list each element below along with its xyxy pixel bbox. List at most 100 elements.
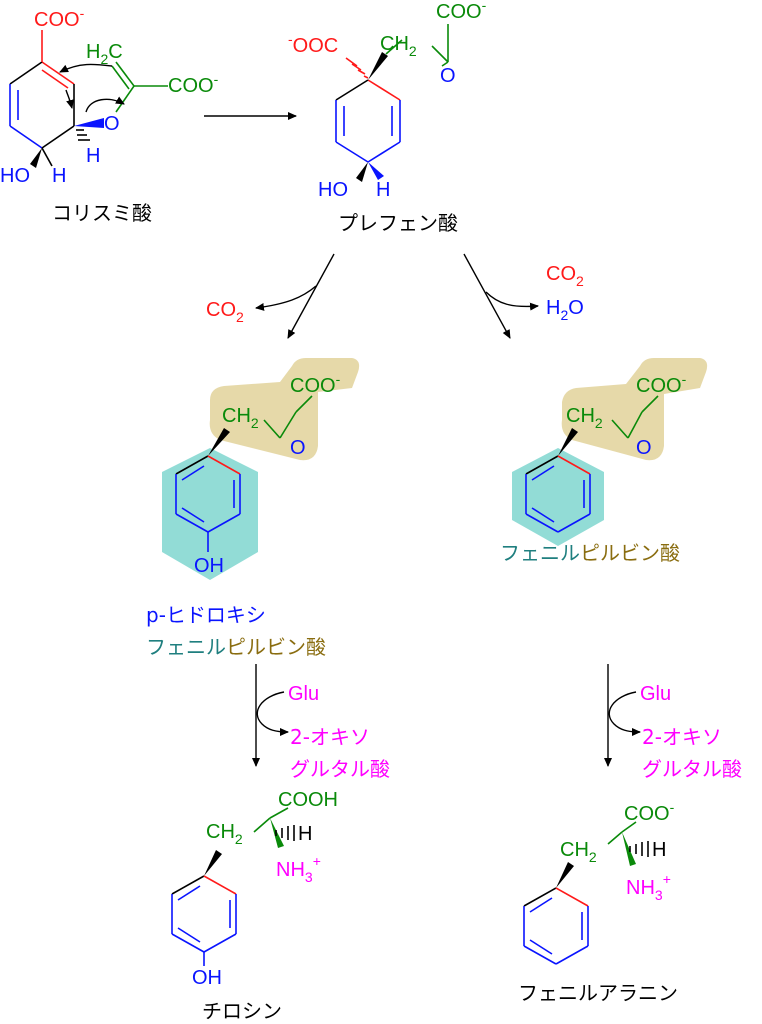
bond xyxy=(523,887,557,907)
wedge-bond xyxy=(204,850,222,876)
wedge-bond xyxy=(356,162,368,182)
bond xyxy=(203,933,237,953)
bond xyxy=(115,85,135,113)
double-bond xyxy=(177,927,201,943)
wedge-bond xyxy=(74,118,104,128)
bond xyxy=(253,817,271,833)
chorismate-structure: COO- H2C COO- O H HO H コリスミ酸 xyxy=(0,5,219,225)
phenyl-highlight xyxy=(512,448,604,546)
pyruvyl-highlight xyxy=(209,358,360,461)
methylene-label: H2C xyxy=(86,41,123,67)
oxoglutarate-label-line2: グルタル酸 xyxy=(642,757,742,781)
bond xyxy=(641,395,659,413)
bond xyxy=(207,513,241,533)
bond xyxy=(611,419,629,439)
hash-bond xyxy=(629,841,649,857)
ppa-name: フェニルピルビン酸 xyxy=(500,541,680,565)
curved-arrow xyxy=(256,691,289,736)
wedge-bond xyxy=(556,862,574,888)
bond xyxy=(525,455,559,475)
bond xyxy=(621,821,637,833)
hydroxyl-label: HO xyxy=(0,165,30,187)
oxygen-label: O xyxy=(104,113,120,135)
bond xyxy=(523,945,557,965)
carboxylate-label: COO- xyxy=(624,799,675,825)
oxygen-label: O xyxy=(290,437,306,459)
tyrosine-structure: COOH CH2 H NH3+ OH チロシン xyxy=(171,789,338,1023)
double-bond xyxy=(531,507,555,523)
reaction-arrow xyxy=(287,253,335,339)
left-branch: CO2 xyxy=(206,253,335,339)
bond xyxy=(279,411,297,439)
bond xyxy=(555,945,589,965)
double-bond xyxy=(181,507,205,523)
glutamate-label: Glu xyxy=(640,683,671,705)
bond xyxy=(41,147,53,167)
side-product-arrow xyxy=(485,291,539,311)
double-bond xyxy=(531,465,555,481)
bond xyxy=(207,455,241,475)
bond xyxy=(115,61,135,87)
methylene-label: CH2 xyxy=(206,821,243,847)
methylene-label: CH2 xyxy=(380,33,417,59)
double-bond xyxy=(529,939,553,955)
carboxylate-label: COO- xyxy=(636,371,687,397)
hppa-name-line2: フェニルピルビン酸 xyxy=(146,635,326,659)
double-bond xyxy=(111,65,130,90)
side-product-arrow xyxy=(255,285,317,311)
oxoglutarate-label-line1: 2-オキソ xyxy=(290,725,370,749)
transamination-right: Glu 2-オキソ グルタル酸 xyxy=(604,664,742,781)
methylene-label: CH2 xyxy=(560,839,597,865)
curved-arrow xyxy=(85,96,125,113)
hash-bond xyxy=(76,129,90,141)
carboxylate-label: COO- xyxy=(436,0,487,23)
bond xyxy=(335,79,369,101)
bond xyxy=(555,887,589,907)
wedge-bond xyxy=(208,428,230,456)
bond xyxy=(203,875,237,895)
wedge-bond xyxy=(30,148,42,168)
carboxylate-label: COO- xyxy=(290,371,341,397)
hydrogen-label: H xyxy=(652,839,666,861)
oxygen-label: O xyxy=(636,437,652,459)
bond xyxy=(41,61,75,85)
bond xyxy=(607,831,623,845)
bond xyxy=(9,125,43,149)
wedge-bond xyxy=(368,52,388,80)
bond xyxy=(263,419,281,439)
hash-bond xyxy=(345,57,369,79)
bond xyxy=(385,39,403,55)
bond xyxy=(295,395,313,413)
phenylalanine-structure: COO- CH2 H NH3+ フェニルアラニン xyxy=(518,799,678,1005)
carboxylate-label: COO- xyxy=(34,5,85,31)
double-bond xyxy=(41,69,69,89)
chorismic-acid-name: コリスミ酸 xyxy=(52,201,152,225)
hash-bond xyxy=(275,825,295,841)
prephenate-structure: -OOC CH2 COO- O HO H プレフェン酸 xyxy=(288,0,487,235)
double-bond xyxy=(181,465,205,481)
bond xyxy=(171,933,205,953)
carboxylate-label: COO- xyxy=(168,71,219,97)
tyrosine-name: チロシン xyxy=(202,999,282,1023)
hydrogen-label: H xyxy=(376,179,390,201)
wedge-bond xyxy=(622,832,636,866)
oxygen-label: O xyxy=(440,65,456,87)
curved-arrow xyxy=(65,89,74,109)
oxoglutarate-label-line2: グルタル酸 xyxy=(290,757,390,781)
hydroxyphenylpyruvate-structure: COO- CH2 O OH p-ヒドロキシ フェニルピルビン酸 xyxy=(146,358,360,659)
carboxylate-label: -OOC xyxy=(288,31,338,57)
hydrogen-label: H xyxy=(298,823,312,845)
water-label: H2O xyxy=(546,297,584,323)
bond xyxy=(335,141,369,163)
right-branch: CO2 H2O xyxy=(463,253,584,339)
bond xyxy=(171,875,205,895)
phenylalanine-name: フェニルアラニン xyxy=(518,981,678,1005)
bond xyxy=(431,45,449,63)
glutamate-label: Glu xyxy=(288,683,319,705)
bond xyxy=(525,513,559,533)
reaction-arrow xyxy=(463,253,511,339)
hydrogen-label: H xyxy=(86,145,100,167)
bond xyxy=(367,141,401,163)
hydrogen-label: H xyxy=(52,165,66,187)
